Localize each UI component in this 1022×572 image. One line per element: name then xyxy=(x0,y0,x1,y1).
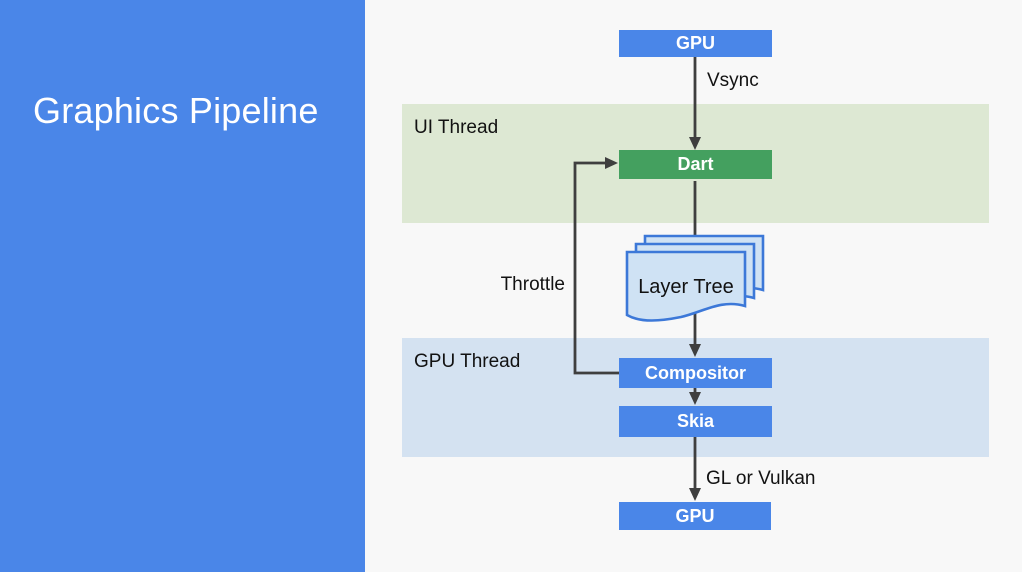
gpu-thread-label: GPU Thread xyxy=(414,351,521,372)
slide-title: Graphics Pipeline xyxy=(33,90,319,131)
node-gpu-top-label: GPU xyxy=(675,33,715,53)
node-skia: Skia xyxy=(619,406,772,437)
node-gpu-top: GPU xyxy=(619,30,772,57)
throttle-label: Throttle xyxy=(500,274,565,295)
node-gpu-bottom: GPU xyxy=(619,502,771,530)
vsync-label: Vsync xyxy=(707,70,759,91)
node-compositor: Compositor xyxy=(619,358,772,388)
gl-or-vulkan-label: GL or Vulkan xyxy=(706,468,816,489)
node-gpu-bottom-label: GPU xyxy=(675,505,715,526)
gpu-thread-band: GPU Thread xyxy=(402,338,989,457)
node-compositor-label: Compositor xyxy=(645,362,746,383)
arrowhead-into-gpu-bottom xyxy=(689,488,701,501)
node-skia-label: Skia xyxy=(676,411,715,431)
layer-tree-label: Layer Tree xyxy=(638,276,734,298)
node-dart: Dart xyxy=(619,150,772,179)
node-dart-label: Dart xyxy=(677,154,714,174)
ui-thread-label: UI Thread xyxy=(414,117,499,138)
title-panel: Graphics Pipeline xyxy=(0,0,365,572)
